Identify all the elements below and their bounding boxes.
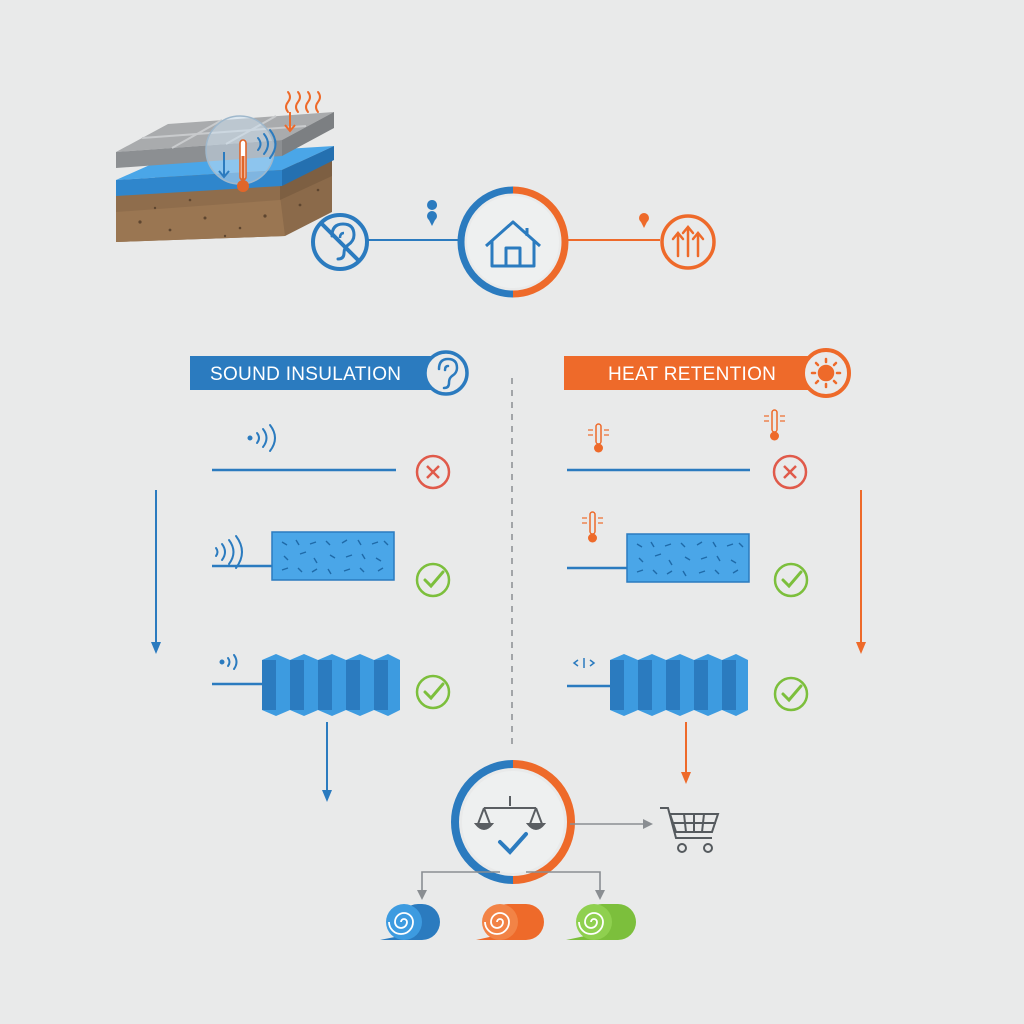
check-mark-icon: [498, 832, 528, 855]
balance-scale-check-icon: [473, 796, 547, 830]
blue-roll-icon: [380, 904, 440, 940]
location-pin-blue: [427, 200, 438, 226]
check-icon: [773, 676, 809, 712]
thermometer-icon: [588, 423, 609, 453]
thermometer-icon: [764, 409, 785, 441]
sound-output-arrow: [322, 722, 332, 802]
location-pin-orange: [639, 213, 649, 228]
floor-layers-illustration: [116, 91, 334, 242]
corrugated-panel: [262, 654, 400, 716]
heat-row-bare: [567, 409, 808, 490]
shopping-cart-icon: [660, 807, 720, 853]
sound-insulation-banner: SOUND INSULATION: [190, 350, 469, 396]
cross-icon: [415, 454, 451, 490]
cross-icon: [772, 454, 808, 490]
ear-icon: [437, 357, 459, 390]
cart-connector: [570, 819, 653, 829]
house-hub: [457, 186, 569, 298]
sound-row-bare: [212, 424, 451, 490]
heat-retention-title: HEAT RETENTION: [608, 364, 776, 385]
house-icon: [485, 220, 541, 268]
no-sound-ear-icon: [311, 213, 369, 271]
double-arrow-icon: [572, 658, 596, 668]
heat-output-arrow: [681, 722, 691, 784]
heat-retention-banner: HEAT RETENTION: [564, 348, 851, 398]
sound-waves-icon: [247, 424, 276, 452]
soil-speckles: [138, 188, 320, 238]
sound-waves-icon: [219, 654, 238, 670]
sound-flow-arrow: [151, 490, 161, 654]
green-roll-icon: [566, 904, 636, 940]
sound-row-corrugated: [212, 654, 451, 716]
heat-down-arrow-icon: [284, 112, 296, 133]
corrugated-panel: [610, 654, 748, 716]
sun-icon: [810, 357, 842, 389]
heat-row-corrugated: [567, 654, 809, 716]
foam-texture: [281, 539, 389, 575]
check-icon: [773, 562, 809, 598]
foam-texture: [636, 541, 744, 577]
heat-rise-arrows-icon: [660, 214, 716, 270]
decision-hub: [451, 760, 575, 884]
heat-flow-arrow: [856, 490, 866, 654]
sound-row-foam: [212, 531, 451, 598]
sound-insulation-title: SOUND INSULATION: [210, 364, 401, 385]
thermometer-icon: [582, 511, 603, 543]
check-icon: [415, 562, 451, 598]
heat-column: [567, 409, 866, 784]
check-icon: [415, 674, 451, 710]
down-arrow-icon: [218, 152, 230, 179]
thermometer-icon: [237, 139, 249, 192]
roll-connectors: [417, 871, 605, 900]
sound-column: [151, 424, 451, 802]
heat-waves-icon: [285, 91, 321, 113]
sound-waves-icon: [257, 129, 277, 159]
heat-row-foam: [567, 511, 809, 598]
sound-waves-icon: [215, 535, 243, 569]
orange-roll-icon: [476, 904, 544, 940]
